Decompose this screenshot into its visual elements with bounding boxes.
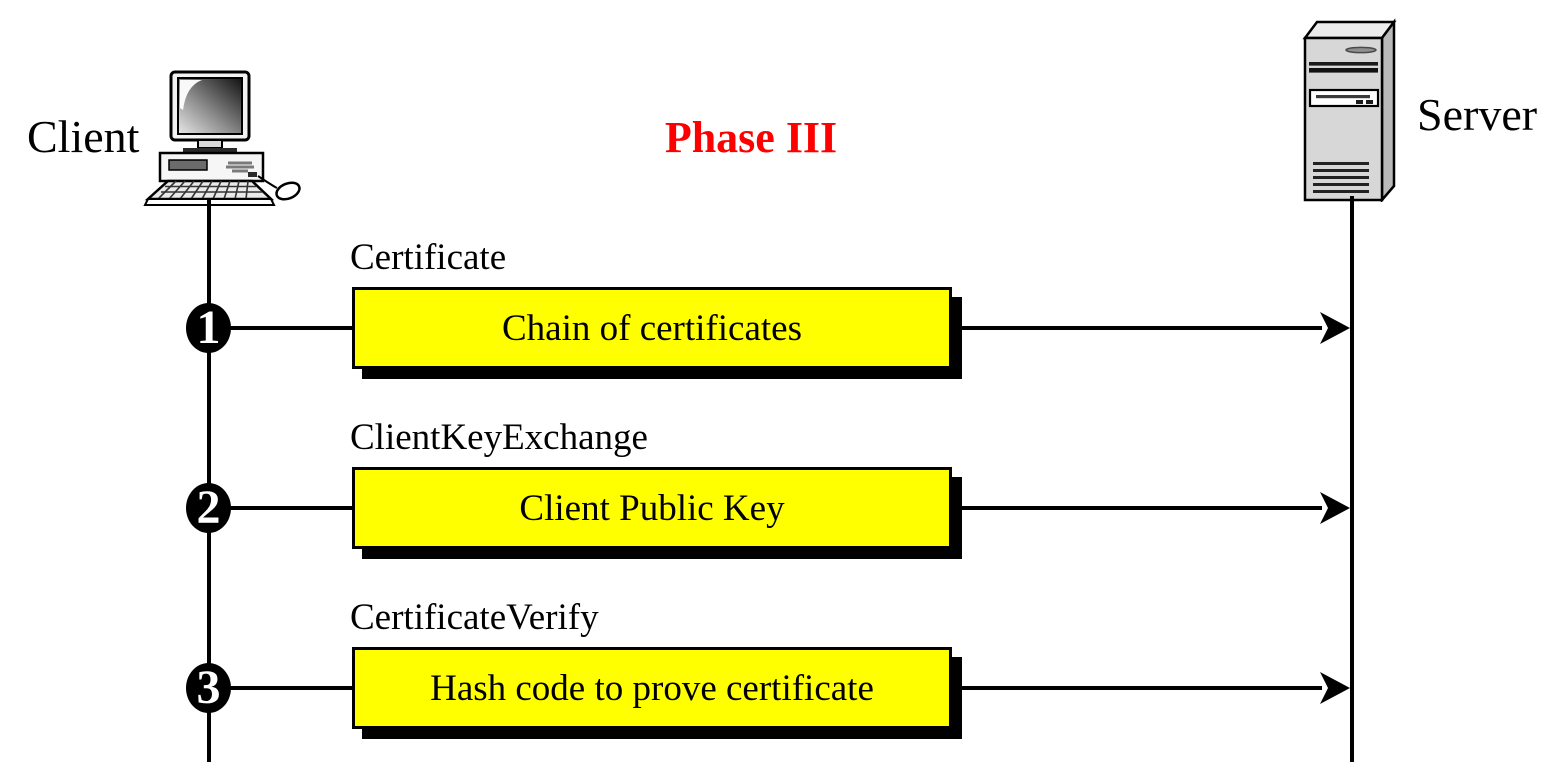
message-certificate: Certificate 1 Chain of certificates (0, 236, 1546, 428)
message-client-key-exchange: ClientKeyExchange 2 Client Public Key (0, 416, 1546, 608)
payload-text: Client Public Key (519, 487, 785, 529)
arrow-line (950, 506, 1322, 510)
message-certificate-verify: CertificateVerify 3 Hash code to prove c… (0, 596, 1546, 762)
payload-text: Hash code to prove certificate (430, 667, 874, 709)
server-lifeline (1350, 196, 1354, 762)
client-label: Client (27, 111, 140, 162)
step-number-badge: 1 (186, 303, 231, 353)
arrow-line (950, 686, 1322, 690)
message-name-label: ClientKeyExchange (350, 417, 648, 458)
message-name-label: Certificate (350, 237, 507, 278)
client-computer-icon (143, 70, 301, 206)
connector-line (227, 506, 355, 510)
arrowhead-icon (1320, 312, 1350, 344)
payload-box: Chain of certificates (352, 287, 952, 369)
message-name-label: CertificateVerify (350, 597, 599, 638)
step-number-badge: 3 (186, 663, 231, 713)
arrowhead-icon (1320, 492, 1350, 524)
payload-box: Client Public Key (352, 467, 952, 549)
arrow-line (950, 326, 1322, 330)
payload-box: Hash code to prove certificate (352, 647, 952, 729)
client-lifeline (207, 200, 211, 762)
arrowhead-icon (1320, 672, 1350, 704)
phase-title: Phase III (664, 113, 838, 162)
connector-line (227, 686, 355, 690)
server-label: Server (1417, 89, 1538, 140)
payload-text: Chain of certificates (502, 307, 802, 349)
server-tower-icon (1302, 18, 1397, 202)
connector-line (227, 326, 355, 330)
step-number-badge: 2 (186, 483, 231, 533)
